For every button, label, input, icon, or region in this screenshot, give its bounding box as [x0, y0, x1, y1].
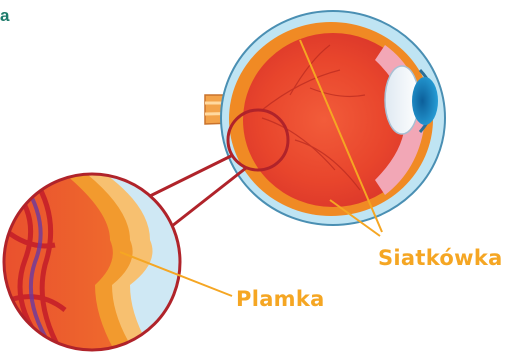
macula-zoom-view [0, 170, 190, 358]
retina-label: Siatkówka [378, 246, 503, 270]
iris [412, 77, 438, 125]
macula-label: Plamka [236, 287, 325, 311]
zoom-connector-bottom [172, 168, 246, 226]
